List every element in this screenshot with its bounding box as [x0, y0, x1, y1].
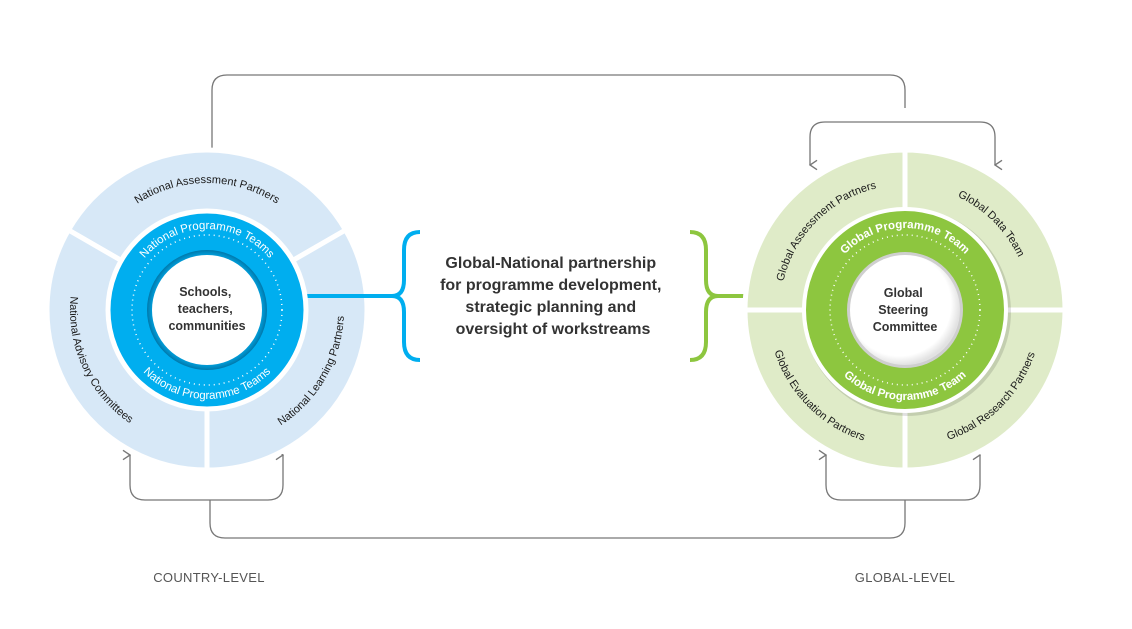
global-level-label: GLOBAL-LEVEL: [855, 570, 955, 585]
green-bracket: [689, 230, 719, 362]
center-label: Global Steering Committee: [873, 286, 938, 334]
center-circle: [850, 255, 960, 365]
country-level-label: COUNTRY-LEVEL: [153, 570, 265, 585]
blue-bracket: [391, 230, 421, 362]
dotted-ring: [829, 234, 981, 386]
top-connector: [212, 74, 906, 165]
connector-arrows: [130, 74, 995, 539]
bottom-right-split: [826, 455, 980, 501]
center-circle: [152, 255, 262, 365]
top-right-split: [810, 121, 995, 165]
center-label: Schools, teachers, communities: [168, 285, 245, 333]
dotted-ring: [131, 234, 283, 386]
partnership-text: Global-National partnership for programm…: [440, 255, 666, 338]
bottom-connector: [209, 500, 906, 539]
bottom-left-split: [130, 455, 283, 501]
country-level-circle: Schools, teachers, communities National …: [44, 147, 395, 473]
global-level-circle: Global Steering Committee Global Program…: [742, 147, 1068, 473]
